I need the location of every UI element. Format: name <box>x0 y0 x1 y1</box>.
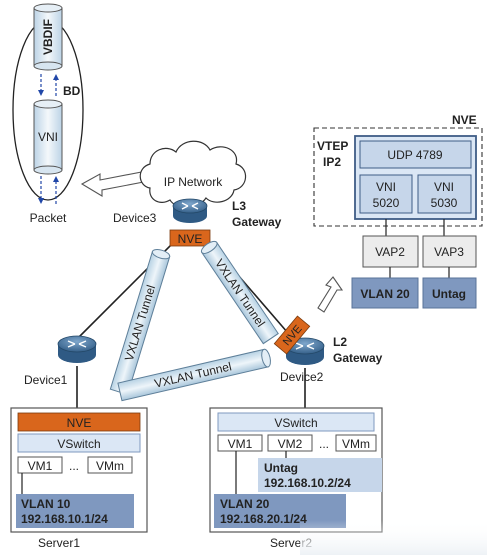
tunnel-right: VXLAN Tunnel <box>200 240 279 345</box>
server1-vlan-line1: VLAN 10 <box>21 497 71 511</box>
server2-vmm-label: VMm <box>342 437 370 451</box>
hollow-arrow-up-icon <box>317 276 344 313</box>
l3-nve-box <box>169 229 211 247</box>
server1-vswitch-box <box>17 433 141 453</box>
ip-network-label: IP Network <box>164 175 223 189</box>
server2-vm1-label: VM1 <box>228 437 253 451</box>
packet-stack: VBDIF BD VNI Packet <box>12 3 84 225</box>
vap3-label: VAP3 <box>434 245 464 259</box>
up-arrow-icon <box>53 176 59 182</box>
vni-5030-line1: VNI <box>434 180 454 194</box>
tunnel-bottom-label: VXLAN Tunnel <box>153 359 233 390</box>
down-arrow-icon <box>38 198 44 204</box>
l3-nve-label: NVE <box>178 232 203 246</box>
nve-detail-title: NVE <box>452 113 477 127</box>
vni-5030-box <box>417 174 472 214</box>
server2-vm2-label: VM2 <box>278 437 303 451</box>
server1-nve-label: NVE <box>67 416 92 430</box>
vni-5020-box <box>359 174 413 214</box>
server2-vswitch-box <box>217 412 375 432</box>
vni-5020-line2: 5020 <box>373 196 400 210</box>
nve-dashed-boundary <box>313 127 483 227</box>
l3-gateway-line2: Gateway <box>232 215 282 229</box>
device1-router <box>57 335 97 363</box>
device1-label: Device1 <box>24 373 68 387</box>
untag-box <box>422 277 477 309</box>
server1-vm1-box <box>17 456 63 474</box>
server1: NVE VSwitch VM1 ... VMm VLAN 10 192.168.… <box>10 407 148 533</box>
vbdif-label: VBDIF <box>41 19 55 55</box>
router-icon <box>295 342 315 350</box>
server1-vlan-line2: 192.168.10.1/24 <box>21 512 108 526</box>
server2-untag-box <box>258 458 382 492</box>
vap2-box <box>362 235 419 268</box>
vlan20-label: VLAN 20 <box>360 287 410 301</box>
l2-gateway-line1: L2 <box>333 335 347 349</box>
vni-5020-line1: VNI <box>376 180 396 194</box>
server2-dots: ... <box>319 437 329 451</box>
server1-vlan-box <box>16 494 134 528</box>
untag-label: Untag <box>432 287 466 301</box>
server1-vmm-box <box>87 456 133 474</box>
server2-vlan-line1: VLAN 20 <box>220 497 270 511</box>
server1-vmm-label: VMm <box>96 459 124 473</box>
l2-gateway-line2: Gateway <box>333 351 383 365</box>
server2-vmm-box <box>335 434 377 452</box>
device3-router <box>172 198 208 223</box>
server1-vswitch-label: VSwitch <box>57 437 100 451</box>
udp-label: UDP 4789 <box>387 148 442 162</box>
down-arrow-icon <box>38 90 44 96</box>
vtep-line1: VTEP <box>317 139 348 153</box>
up-arrow-icon <box>53 74 59 80</box>
packet-label: Packet <box>30 211 67 225</box>
l3-gateway-line1: L3 <box>232 199 246 213</box>
server2-vswitch-label: VSwitch <box>274 416 317 430</box>
vap3-box <box>422 235 477 268</box>
server2: VSwitch VM1 VM2 ... VMm Untag 192.168.10… <box>209 407 383 533</box>
router-icon <box>181 202 199 210</box>
bd-label: BD <box>63 84 81 98</box>
nve-detail: NVE VTEP IP2 UDP 4789 VNI 5020 VNI 5030 … <box>313 113 483 309</box>
vni-label: VNI <box>38 130 58 144</box>
server2-vm1-box <box>217 434 263 452</box>
device3-label: Device3 <box>113 211 157 225</box>
tunnel-right-label: VXLAN Tunnel <box>212 256 268 329</box>
server1-label: Server1 <box>38 536 80 550</box>
device2-label: Device2 <box>280 370 324 384</box>
vni-5030-line2: 5030 <box>431 196 458 210</box>
server1-vm1-label: VM1 <box>28 459 53 473</box>
server2-untag-line1: Untag <box>264 461 298 475</box>
background-fade <box>300 520 487 555</box>
ip-network-cloud: IP Network <box>139 140 247 208</box>
server1-dots: ... <box>69 459 79 473</box>
server1-nve-box <box>17 412 141 432</box>
vap2-label: VAP2 <box>375 245 405 259</box>
vtep-line2: IP2 <box>323 155 341 169</box>
server2-vlan-line2: 192.168.20.1/24 <box>220 512 307 526</box>
udp-box <box>359 140 472 169</box>
server2-vm2-box <box>267 434 313 452</box>
server2-untag-line2: 192.168.10.2/24 <box>264 476 351 490</box>
tunnel-bottom: VXLAN Tunnel <box>117 348 271 402</box>
vlan20-box <box>351 277 419 309</box>
router-icon <box>67 340 87 348</box>
